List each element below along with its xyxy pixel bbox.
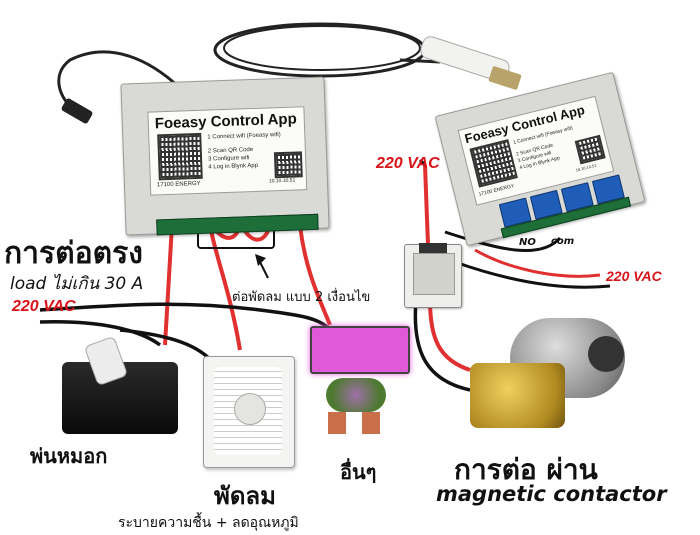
pressure-pump: [470, 308, 630, 433]
main-qr-code-small: [273, 151, 303, 179]
label-load-limit: load ไม่เกิน 30 A: [10, 274, 144, 294]
label-others: อื่นๆ: [340, 460, 377, 484]
relay-ip: 10.10.10.51: [575, 162, 597, 173]
main-controller-label: Foeasy Control App 1 Connect wifi (Foeas…: [147, 106, 308, 196]
label-fan: พัดลม: [214, 482, 276, 510]
wire-contactor-red: [423, 164, 430, 246]
label-com-terminal: com: [551, 236, 575, 247]
label-no-terminal: NO: [519, 237, 536, 248]
wire-mist-red: [163, 224, 174, 346]
main-controller-title: Foeasy Control App: [154, 110, 298, 133]
label-fan-wiring-note: ต่อพัดลม แบบ 2 เงื่อนไข: [232, 290, 371, 305]
relay-qr-code-small: [574, 134, 606, 165]
main-step-2: 2 Scan QR Code: [207, 147, 254, 155]
callout-arrow: [259, 261, 269, 279]
label-magnetic-contactor: magnetic contactor: [436, 482, 667, 506]
wire-fan-red: [208, 224, 242, 351]
label-vac-right: 220 VAC: [606, 268, 662, 284]
wire-relay-black: [444, 230, 562, 253]
usb-cable: [57, 50, 182, 112]
label-mist: พ่นหมอก: [30, 444, 108, 468]
wire-relay-red: [474, 248, 601, 278]
relay-qr-code: [469, 139, 518, 188]
exhaust-fan: [203, 356, 295, 468]
label-fan-purpose: ระบายความชื้น + ลดอุณหภูมิ: [118, 515, 299, 531]
wire-pump-black: [413, 299, 471, 392]
label-via-contactor: การต่อ ผ่าน: [454, 453, 598, 486]
magnetic-contactor-device: [404, 243, 462, 308]
main-step-1: 1 Connect wifi (Foeasy wifi): [207, 132, 281, 141]
potted-plants: [318, 378, 398, 438]
main-controller: Foeasy Control App 1 Connect wifi (Foeas…: [120, 76, 330, 236]
main-step-3: 3 Configure wifi: [208, 155, 250, 163]
sensor-cable-coil: [213, 22, 427, 78]
main-ip: 10.10.10.51: [268, 177, 296, 185]
grow-light: [310, 326, 410, 374]
label-direct-connect: การต่อตรง: [4, 236, 143, 271]
usb-plug: [61, 98, 93, 124]
main-step-4: 4 Log in Blynk App: [208, 162, 259, 171]
relay-controller-label: Foeasy Control App 1 Connect wifi (Foeas…: [457, 95, 615, 206]
main-qr-code: [157, 132, 203, 181]
wire-light-red: [298, 224, 332, 326]
label-vac-top-right: 220 VAC: [376, 155, 440, 172]
wire-neutral-black: [39, 302, 332, 332]
mist-maker: [62, 335, 180, 440]
main-model: 17100 ENERGY: [156, 180, 201, 189]
wire-pump-red: [428, 299, 471, 372]
label-vac-left: 220 VAC: [12, 298, 76, 315]
